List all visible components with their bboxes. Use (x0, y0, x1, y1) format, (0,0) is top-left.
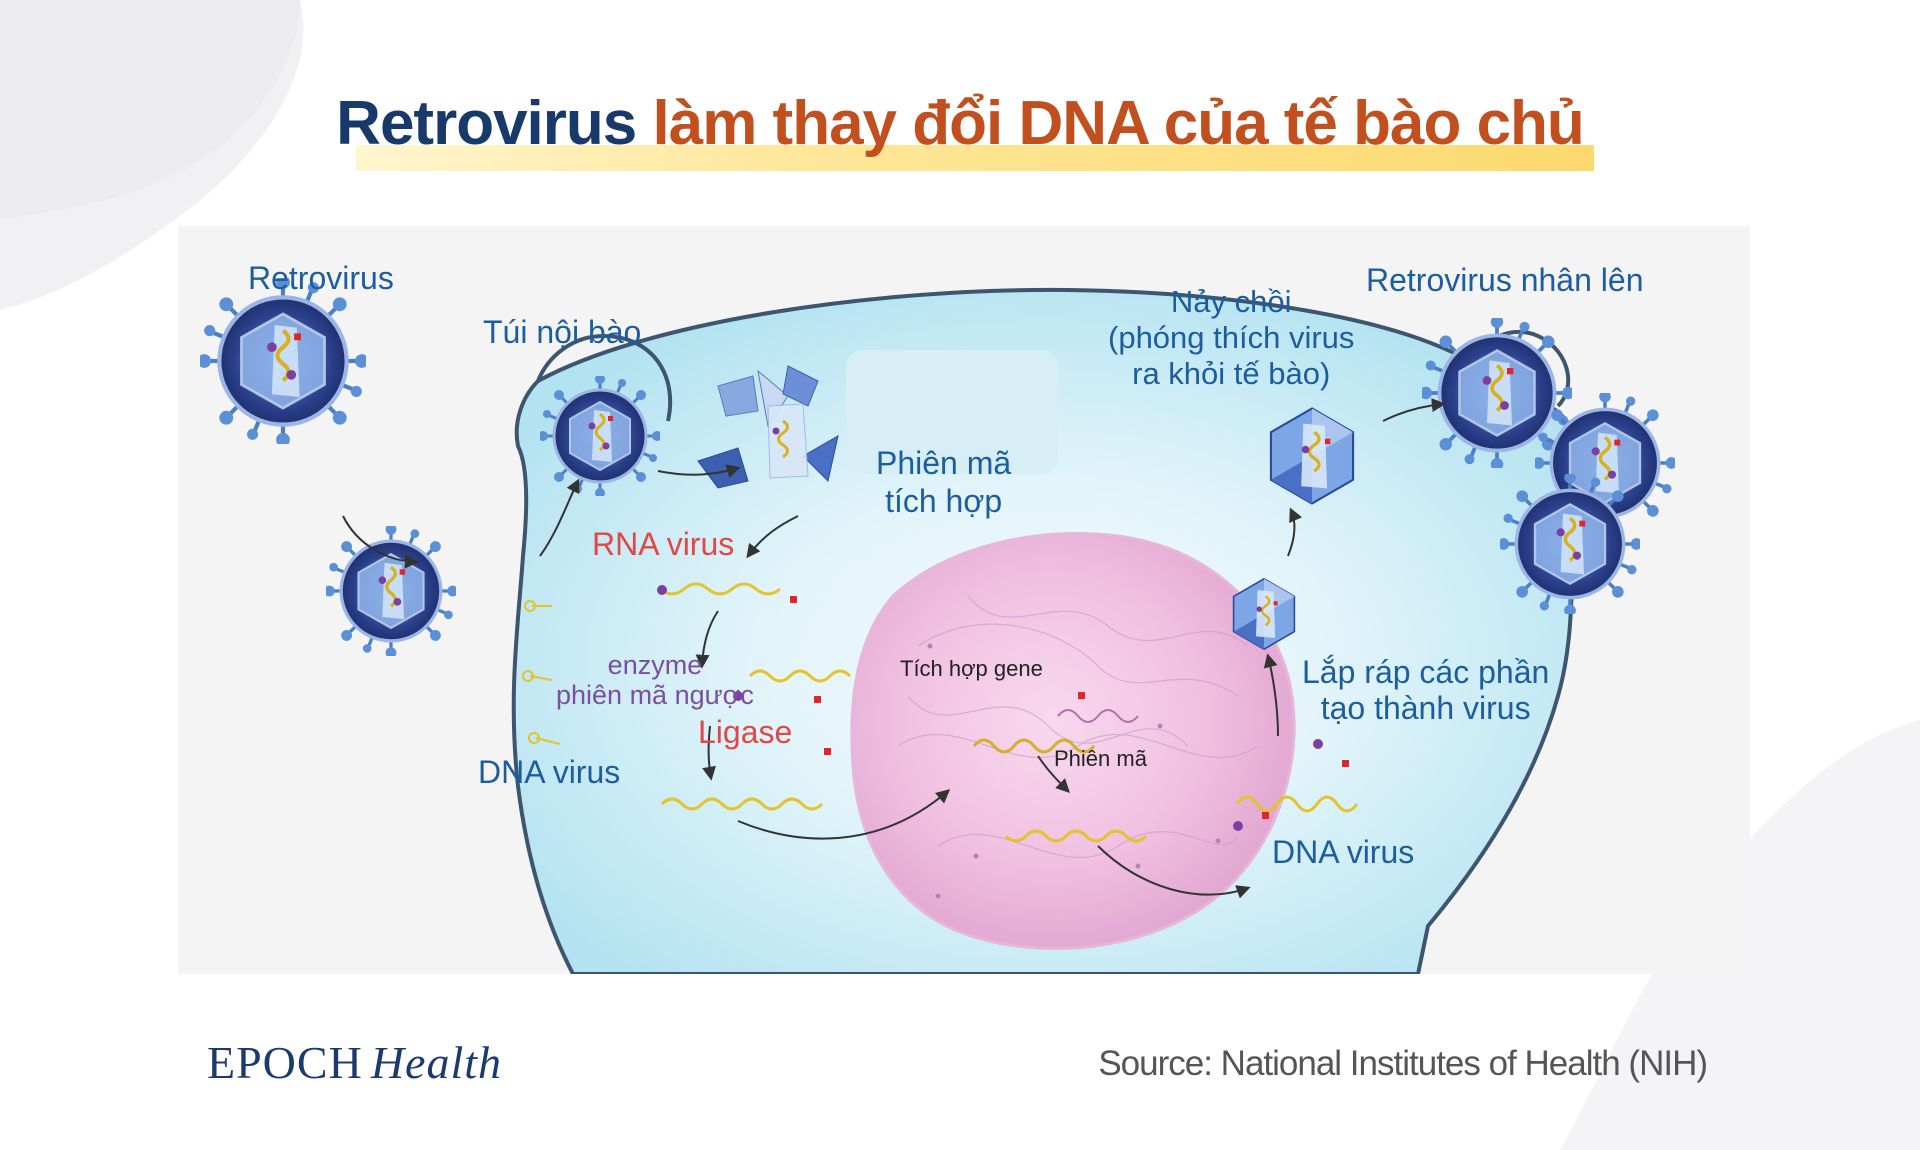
endosome-virus (540, 376, 660, 496)
source-credit: Source: National Institutes of Health (N… (1098, 1044, 1708, 1083)
title-part-1: Retrovirus (336, 89, 637, 158)
logo-main: EPOCH (207, 1037, 363, 1088)
label-budding-line2: (phóng thích virus (1108, 320, 1355, 355)
transcribed-strand (1004, 829, 1148, 843)
new-retrovirus-1 (1422, 318, 1572, 468)
label-transcription: Phiên mã (1054, 746, 1147, 771)
label-ligase: Ligase (698, 714, 793, 750)
new-retrovirus-3 (1500, 474, 1640, 614)
label-assembly-line1: Lắp ráp các phần (1302, 654, 1550, 690)
label-integrated-transcription-line2: tích hợp (885, 483, 1003, 519)
label-budding: Nảy chồi (phóng thích virus ra khỏi tế b… (1108, 284, 1354, 392)
page-title: Retrovirus làm thay đổi DNA của tế bào c… (326, 88, 1594, 171)
label-retrovirus: Retrovirus (248, 260, 394, 296)
retrovirus-attaching (326, 526, 456, 656)
label-enzyme-line1: enzyme (607, 650, 703, 680)
title-highlight (356, 145, 1594, 171)
integrated-gene-strand (972, 738, 1096, 754)
retrovirus-diagram: Retrovirus Túi nội bào Phiên mã tích hợp… (178, 226, 1750, 974)
uncoating-capsid (697, 365, 839, 489)
label-rna-virus: RNA virus (592, 526, 735, 562)
label-assembly-line2: tạo thành virus (1320, 690, 1531, 726)
retrovirus-particle (197, 275, 369, 447)
label-budding-line3: ra khỏi tế bào) (1132, 356, 1331, 391)
label-enzyme-line2: phiên mã ngược (556, 680, 754, 710)
title-part-2: làm thay đổi DNA của tế bào chủ (652, 89, 1585, 158)
rna-strand (659, 582, 781, 596)
title-container: Retrovirus làm thay đổi DNA của tế bào c… (0, 88, 1920, 171)
label-budding-line1: Nảy chồi (1170, 284, 1292, 319)
label-integrated-transcription: Phiên mã tích hợp (876, 444, 1011, 520)
dna-strand-right (1235, 795, 1359, 813)
diagram-art (178, 226, 1675, 974)
label-enzyme: enzyme phiên mã ngược (556, 650, 754, 710)
dna-strand-left (660, 797, 824, 811)
label-dna-virus-left: DNA virus (478, 754, 621, 790)
label-integrated-transcription-line1: Phiên mã (876, 445, 1012, 481)
label-gene-integration: Tích hợp gene (900, 656, 1043, 681)
label-endosome: Túi nội bào (483, 314, 642, 350)
label-assembly: Lắp ráp các phần tạo thành virus (1302, 654, 1549, 726)
label-dna-virus-right: DNA virus (1272, 834, 1415, 870)
enzyme-strand (748, 669, 852, 683)
label-multiply: Retrovirus nhân lên (1366, 262, 1644, 298)
logo-sub: Health (370, 1037, 503, 1088)
